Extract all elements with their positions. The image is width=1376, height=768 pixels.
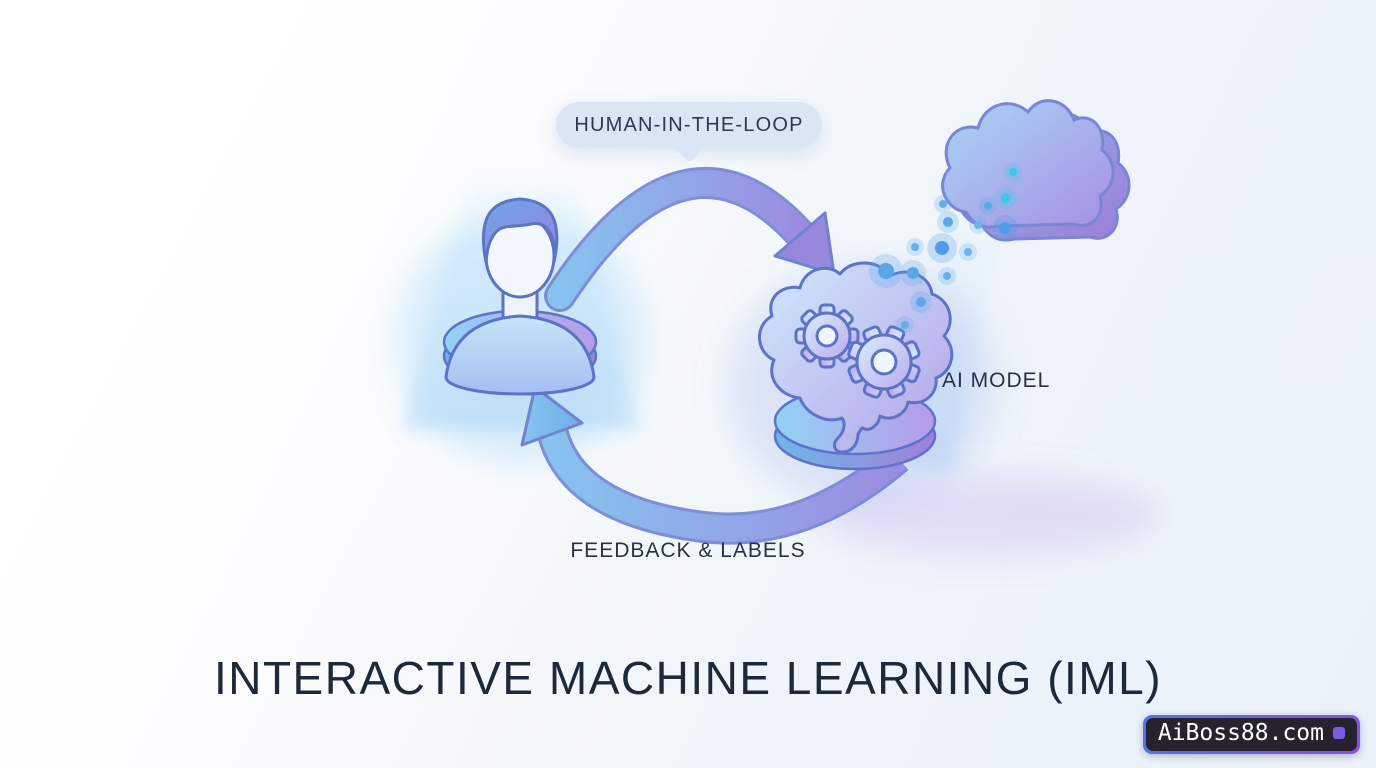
bubble-label: HUMAN-IN-THE-LOOP [574, 113, 804, 136]
curved-arrow-right-icon [544, 167, 836, 312]
human-in-the-loop-bubble: HUMAN-IN-THE-LOOP [556, 102, 822, 163]
brain-gears-icon [758, 261, 954, 471]
curved-arrow-left-icon [520, 385, 909, 545]
feedback-labels-label: FEEDBACK & LABELS [570, 539, 806, 562]
ai-model-label: AI MODEL [942, 369, 1051, 392]
watermark-inner: AiBoss88.com [1145, 717, 1357, 751]
page-title: INTERACTIVE MACHINE LEARNING (IML) [213, 652, 1163, 704]
data-particles-icon [869, 163, 1022, 334]
gear-left-icon [794, 303, 860, 369]
person-hair [481, 197, 559, 264]
person-torso [444, 314, 596, 396]
watermark-text: AiBoss88.com [1157, 719, 1324, 746]
gear-right-icon [847, 325, 921, 399]
ground-shadow [820, 475, 1160, 555]
watermark-badge: AiBoss88.com [1142, 714, 1360, 754]
cloud-icon [941, 99, 1131, 242]
square-badge-icon [1333, 727, 1345, 740]
person-icon [442, 197, 598, 396]
